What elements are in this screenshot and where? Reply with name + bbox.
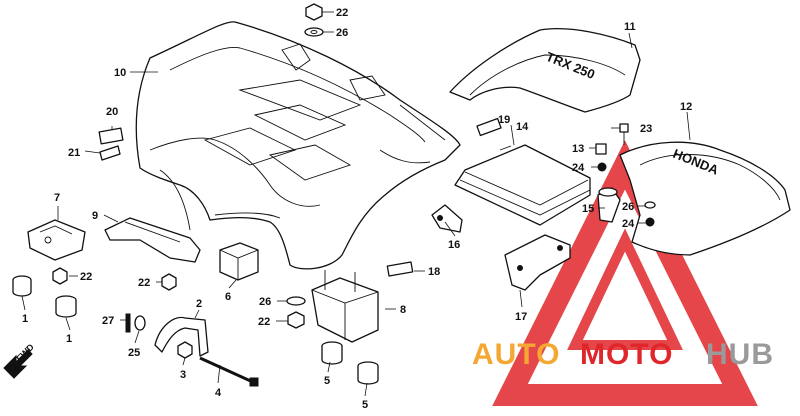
bolt-4 (199, 356, 259, 387)
watermark-hub: HUB (706, 338, 774, 371)
nut-22c (161, 273, 177, 291)
callout-25: 25 (128, 347, 140, 359)
callout-13: 13 (572, 143, 584, 155)
callout-26: 26 (259, 296, 271, 308)
callout-9: 9 (92, 210, 98, 222)
watermark-auto: AUTO (472, 338, 560, 371)
callout-27: 27 (102, 315, 114, 327)
callout-14: 14 (516, 121, 529, 133)
watermark-text: AUTO MOTO HUB (472, 338, 774, 371)
callout-26: 26 (622, 201, 634, 213)
watermark-moto: MOTO (580, 338, 673, 371)
label-19 (476, 117, 502, 137)
callout-21: 21 (68, 147, 80, 159)
nut-22d (287, 311, 305, 329)
clip-21 (99, 145, 121, 161)
damper-6 (219, 242, 259, 281)
callout-19: 19 (498, 114, 510, 126)
collar-5a (321, 341, 343, 365)
watermark-logo (492, 140, 758, 406)
stay-9 (104, 217, 201, 263)
bolt-13 (595, 143, 607, 155)
nut-24b (645, 217, 655, 227)
callout-16: 16 (448, 239, 460, 251)
washer-26b (286, 296, 306, 306)
pipe-2 (154, 316, 209, 357)
collar-1b (55, 295, 77, 318)
collar-1a (12, 275, 32, 297)
callout-20: 20 (106, 106, 118, 118)
callout-3: 3 (180, 369, 186, 381)
forward-arrow-icon (3, 349, 33, 379)
callout-1: 1 (22, 313, 28, 325)
callout-6: 6 (225, 291, 231, 303)
callout-4: 4 (215, 387, 222, 399)
washer-26a (304, 27, 324, 37)
callout-24: 24 (572, 162, 585, 174)
label-18 (386, 261, 414, 277)
bracket-16 (431, 204, 463, 233)
bracket-8 (311, 270, 379, 343)
callout-22: 22 (336, 7, 348, 19)
warning-triangle-logo (492, 140, 758, 406)
callout-17: 17 (515, 311, 527, 323)
rear-fender-10 (135, 21, 461, 270)
nut-22a (305, 3, 323, 21)
callout-5: 5 (324, 375, 330, 387)
nut-24a (597, 162, 607, 172)
collar-5b (357, 361, 379, 385)
callout-23: 23 (640, 123, 652, 135)
bracket-15 (597, 187, 621, 223)
callout-labels: 22 26 10 11 12 23 13 24 19 14 15 26 24 1… (22, 7, 692, 411)
panel-11: TRX 250 (449, 28, 641, 113)
nut-22b (52, 267, 68, 285)
callout-5: 5 (362, 399, 368, 411)
callout-11: 11 (624, 21, 636, 33)
bracket-17 (504, 234, 571, 291)
callout-22: 22 (80, 271, 92, 283)
bracket-7 (27, 219, 86, 261)
toolbox-14 (454, 117, 591, 226)
callout-15: 15 (582, 203, 594, 215)
washer-26c (644, 201, 656, 209)
callout-1: 1 (66, 333, 72, 345)
callout-22: 22 (138, 277, 150, 289)
callout-22: 22 (258, 316, 270, 328)
nut-3 (177, 341, 193, 359)
callout-8: 8 (400, 304, 406, 316)
label-20 (98, 127, 124, 145)
washer-25 (134, 315, 146, 331)
callout-10: 10 (114, 67, 126, 79)
clip-27 (125, 313, 131, 333)
callout-2: 2 (196, 298, 202, 310)
bolt-23 (619, 123, 629, 145)
callout-7: 7 (54, 192, 60, 204)
callout-12: 12 (680, 101, 692, 113)
panel-12: HONDA (619, 141, 791, 256)
callout-18: 18 (428, 266, 440, 278)
callout-24: 24 (622, 218, 635, 230)
callout-26: 26 (336, 27, 348, 39)
leader-lines (21, 11, 691, 397)
